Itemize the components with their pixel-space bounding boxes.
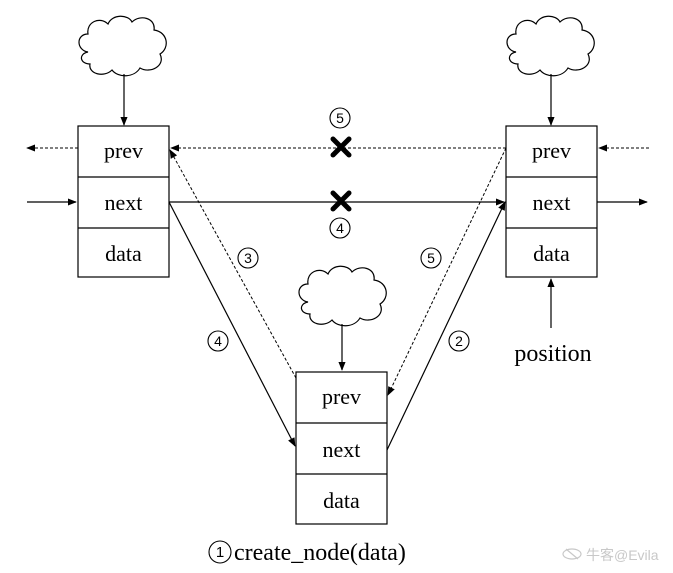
- step-marker-4-left: 4: [207, 330, 229, 352]
- node-left: prev next data: [77, 125, 170, 278]
- link-middle-prev-to-left: [169, 149, 297, 379]
- node-right-prev: prev: [532, 138, 571, 163]
- node-middle: prev next data: [295, 371, 388, 525]
- node-middle-next: next: [323, 437, 361, 462]
- svg-text:5: 5: [427, 250, 435, 266]
- node-right-data: data: [533, 241, 570, 266]
- cloud-icon-right: [506, 15, 595, 77]
- link-left-next-to-middle: [168, 201, 296, 447]
- svg-text:4: 4: [214, 333, 222, 349]
- caption-text: create_node(data): [234, 540, 406, 566]
- node-right-next: next: [533, 190, 571, 215]
- caption-step-circle: [208, 540, 232, 564]
- node-right: prev next data: [505, 125, 598, 278]
- cloud-icon-middle: [298, 265, 387, 327]
- node-middle-data: data: [323, 488, 360, 513]
- svg-text:3: 3: [244, 250, 252, 266]
- link-middle-next-to-right: [386, 201, 506, 451]
- step-marker-4-mid: 4: [329, 217, 351, 239]
- step-marker-5-top: 5: [329, 107, 351, 129]
- caption-step-number: 1: [216, 544, 224, 561]
- watermark-logo-icon: [562, 548, 582, 560]
- node-left-prev: prev: [104, 138, 143, 163]
- step-marker-2: 2: [448, 330, 470, 352]
- cloud-icon-left: [78, 15, 167, 77]
- svg-text:5: 5: [336, 110, 344, 126]
- link-right-prev-to-middle: [387, 147, 507, 396]
- position-label: position: [514, 341, 591, 367]
- node-left-next: next: [105, 190, 143, 215]
- node-left-data: data: [105, 241, 142, 266]
- cross-icon-prev: [330, 136, 352, 158]
- step-marker-3: 3: [237, 247, 259, 269]
- cross-icon-next: [330, 190, 352, 212]
- svg-text:2: 2: [455, 333, 463, 349]
- caption: 1 create_node(data): [208, 540, 406, 566]
- svg-text:4: 4: [336, 220, 344, 236]
- watermark-text: 牛客@Evila: [586, 547, 659, 563]
- step-marker-5-right: 5: [420, 247, 442, 269]
- node-middle-prev: prev: [322, 384, 361, 409]
- watermark: 牛客@Evila: [562, 547, 659, 563]
